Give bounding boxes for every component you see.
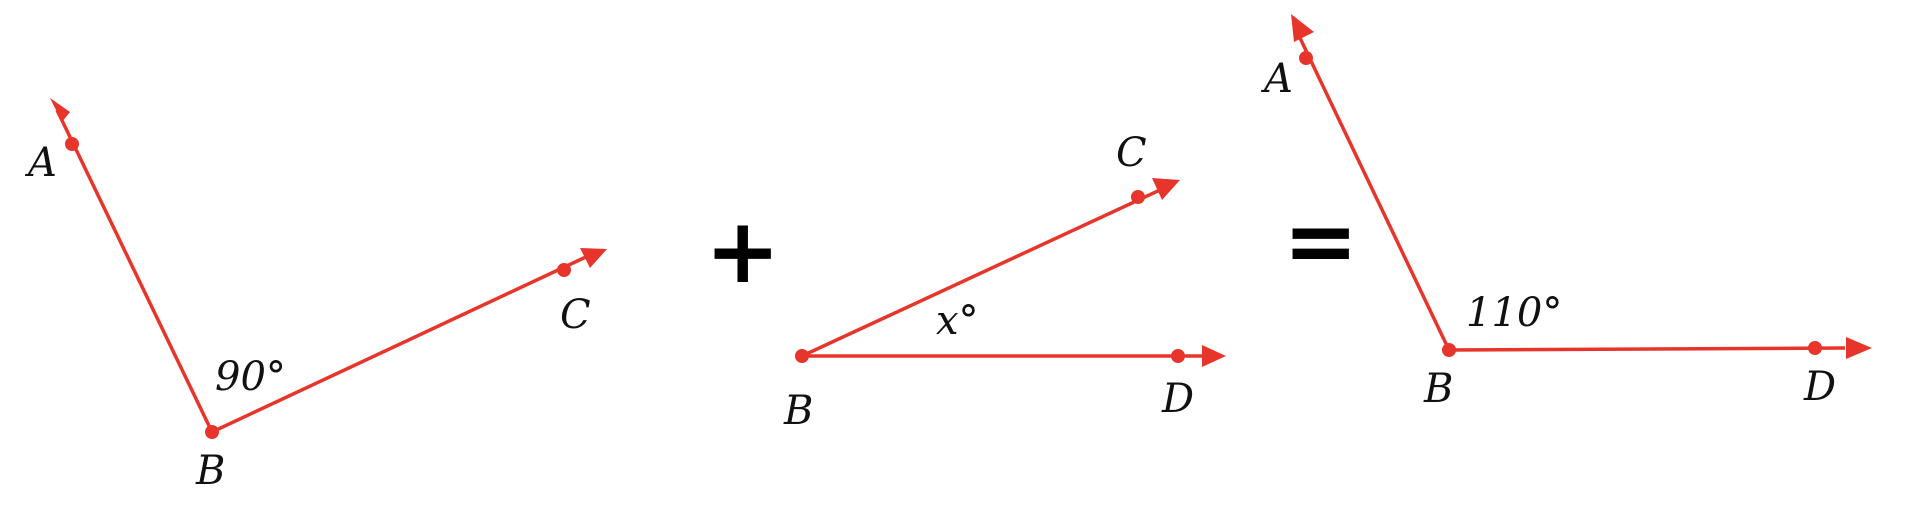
plus-sign: + [705, 199, 780, 304]
angle-measure-abc: 90° [215, 354, 286, 400]
angle-measure-abd: 110° [1466, 290, 1562, 336]
point-b [205, 425, 219, 439]
arrow-c2-icon [1152, 178, 1180, 200]
label-a3: A [1260, 56, 1293, 102]
ray-ba [55, 109, 214, 433]
label-b2: B [783, 388, 813, 434]
ray-bc-2 [801, 188, 1161, 358]
label-d3: D [1803, 364, 1836, 410]
point-a [65, 137, 79, 151]
equals-sign: = [1283, 189, 1358, 294]
angle-measure-cbd: x° [936, 298, 979, 344]
label-b: B [195, 448, 225, 494]
point-d [1171, 349, 1185, 363]
point-c2 [1131, 190, 1145, 204]
ray-bc [211, 254, 589, 434]
angle-abc: A B C 90° [24, 98, 607, 494]
arrow-c-icon [580, 248, 607, 268]
point-b2 [795, 349, 809, 363]
point-d3 [1808, 341, 1822, 355]
arrow-d-icon [1202, 345, 1226, 367]
arrow-a-icon [50, 98, 70, 122]
label-c: C [560, 292, 591, 338]
point-a3 [1299, 51, 1313, 65]
label-d: D [1161, 376, 1194, 422]
arrow-d3-icon [1846, 337, 1872, 359]
arrow-a3-icon [1291, 14, 1314, 42]
point-c [557, 263, 571, 277]
point-b3 [1442, 343, 1456, 357]
angle-cbd: B C D x° [783, 130, 1226, 434]
label-c2: C [1116, 130, 1147, 176]
angle-abd: A B D 110° [1260, 14, 1872, 412]
label-b3: B [1423, 366, 1453, 412]
ray-bd-3 [1448, 346, 1846, 352]
label-a: A [24, 140, 57, 186]
ray-ba-3 [1298, 37, 1451, 351]
